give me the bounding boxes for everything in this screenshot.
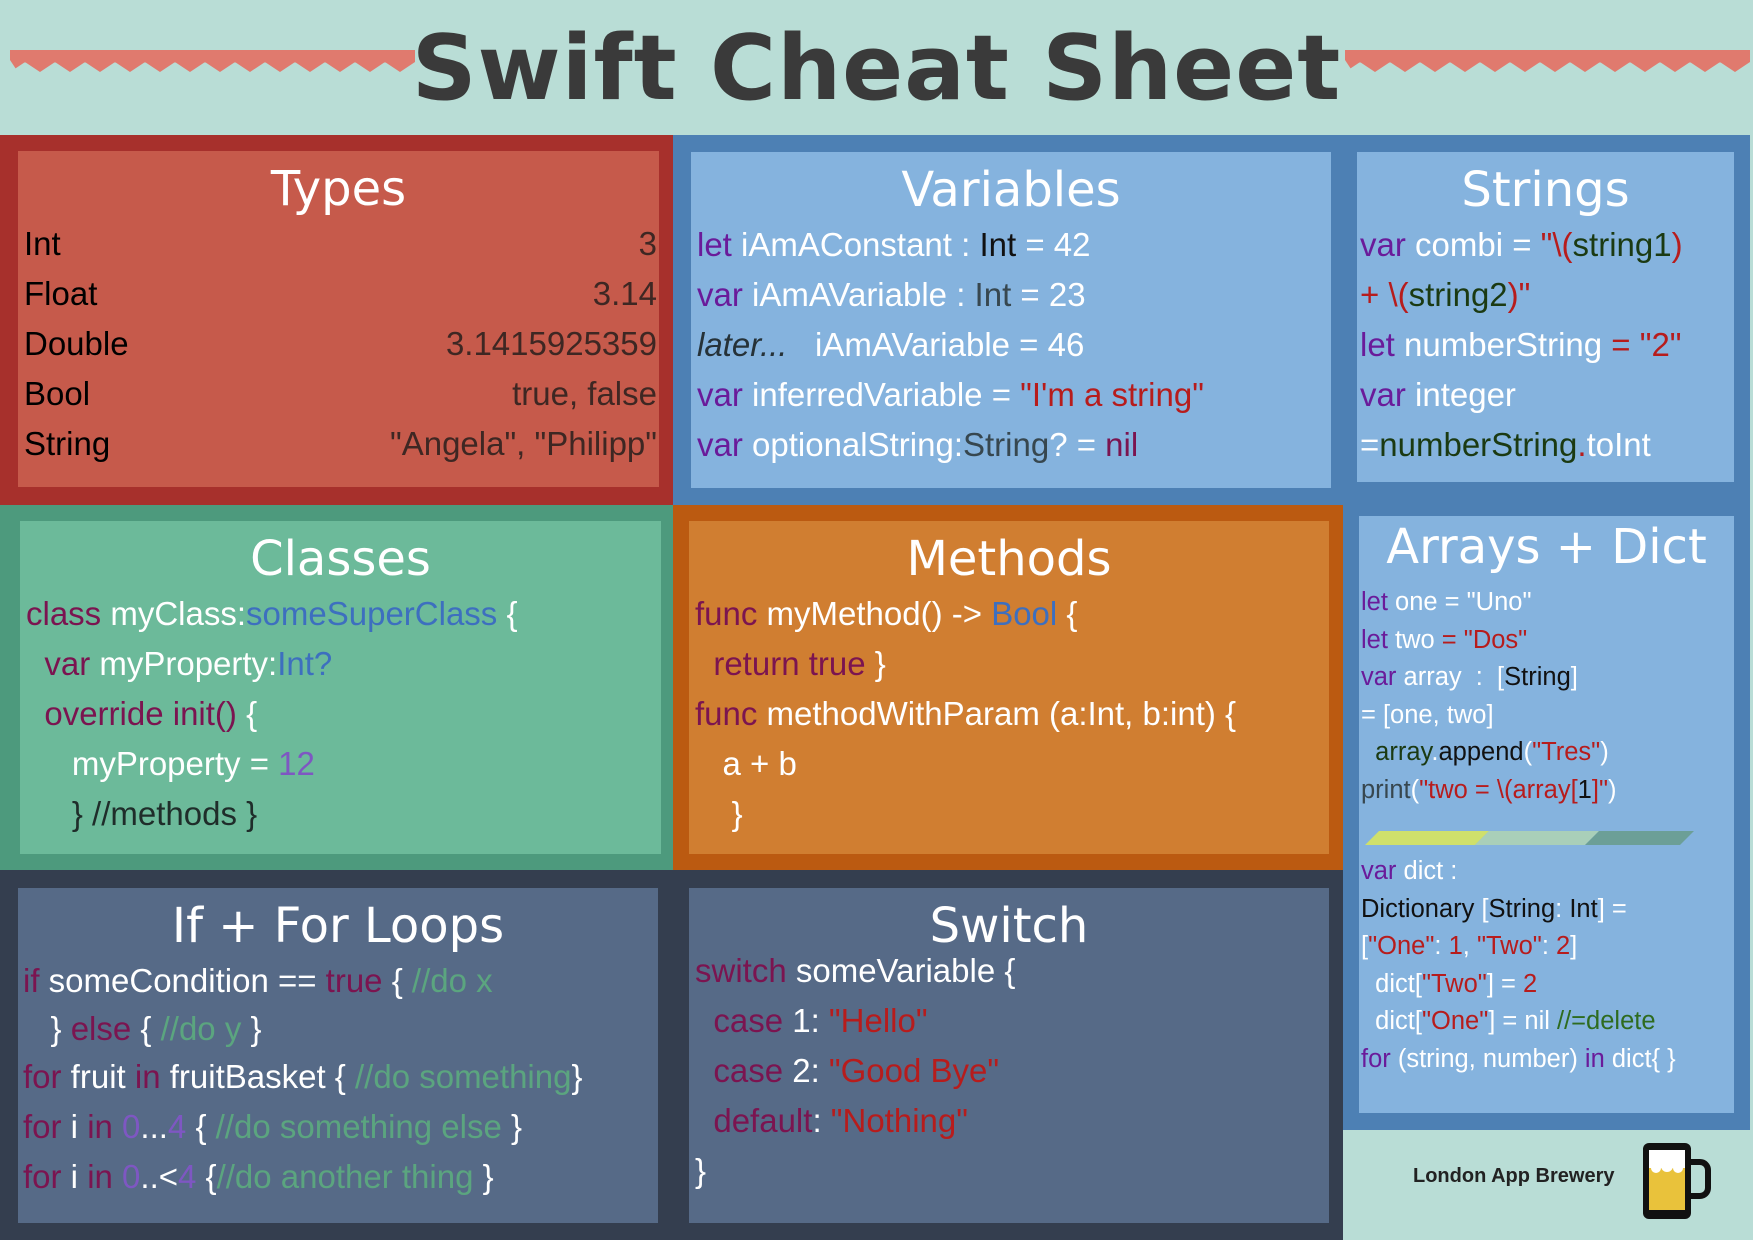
strings-panel: Strings var combi = "\(string1) + \(stri… bbox=[1343, 135, 1750, 500]
code-line: print("two = \(array[1]") bbox=[1361, 775, 1617, 804]
switch-panel: Switch switch someVariable { case 1: "He… bbox=[673, 870, 1343, 1240]
loops-panel: If + For Loops if someCondition == true … bbox=[0, 870, 673, 1240]
classes-panel: Classes class myClass:someSuperClass { v… bbox=[0, 505, 673, 870]
arrays-dict-heading: Arrays + Dict bbox=[1386, 519, 1707, 575]
code-line: let iAmAConstant : Int = 42 bbox=[697, 226, 1091, 263]
code-line: switch someVariable { bbox=[695, 952, 1016, 989]
code-line: ["One": 1, "Two": 2] bbox=[1361, 932, 1578, 960]
code-line: a + b bbox=[695, 745, 797, 782]
code-line: var combi = "\(string1) bbox=[1360, 226, 1683, 263]
code-line: override init() { bbox=[44, 695, 258, 732]
strings-heading: Strings bbox=[1461, 162, 1630, 218]
code-line: } //methods } bbox=[26, 795, 258, 832]
code-line: var optionalString:String? = nil bbox=[697, 426, 1139, 463]
methods-panel: Methods func myMethod() -> Bool { return… bbox=[673, 505, 1343, 870]
code-line: case 1: "Hello" bbox=[713, 1002, 928, 1039]
code-line: = [one, two] bbox=[1361, 700, 1494, 729]
code-line: if someCondition == true { //do x bbox=[23, 962, 493, 999]
code-line: Dictionary [String: Int] = bbox=[1361, 894, 1627, 923]
classes-heading: Classes bbox=[250, 531, 431, 587]
code-line: case 2: "Good Bye" bbox=[713, 1052, 1000, 1089]
code-line: var myProperty:Int? bbox=[44, 645, 333, 682]
types-heading: Types bbox=[270, 161, 407, 217]
zigzag-banner-right bbox=[1345, 50, 1750, 73]
code-line: for i in 0..<4 {//do another thing } bbox=[23, 1158, 494, 1195]
code-line: var inferredVariable = "I'm a string" bbox=[697, 376, 1204, 413]
code-line: var dict : bbox=[1361, 857, 1458, 885]
code-line: let numberString = "2" bbox=[1360, 326, 1682, 363]
variables-heading: Variables bbox=[901, 162, 1121, 218]
code-line: var integer bbox=[1360, 376, 1516, 413]
code-line: func methodWithParam (a:Int, b:int) { bbox=[695, 695, 1237, 732]
code-line: for fruit in fruitBasket { //do somethin… bbox=[23, 1058, 583, 1095]
arrays-dict-panel: Arrays + Dict let one = "Uno" let two = … bbox=[1343, 500, 1750, 1130]
code-line: } bbox=[695, 795, 743, 832]
code-line: =numberString.toInt bbox=[1360, 426, 1651, 463]
code-line: myProperty = 12 bbox=[26, 745, 315, 782]
code-line: class myClass:someSuperClass { bbox=[26, 595, 518, 632]
divider-stripe bbox=[1365, 831, 1694, 845]
beer-phone-logo-icon bbox=[1643, 1143, 1711, 1219]
page-title: Swift Cheat Sheet bbox=[411, 16, 1342, 121]
code-line: dict["Two"] = 2 bbox=[1361, 969, 1538, 998]
brand-name: London App Brewery bbox=[1413, 1165, 1615, 1187]
code-line: later... iAmAVariable = 46 bbox=[697, 326, 1085, 363]
code-line: func myMethod() -> Bool { bbox=[695, 595, 1078, 632]
code-line: + \(string2)" bbox=[1360, 276, 1531, 313]
code-line: } bbox=[695, 1152, 707, 1189]
code-line: return true } bbox=[713, 645, 886, 682]
code-line: } else { //do y } bbox=[23, 1010, 262, 1047]
methods-heading: Methods bbox=[906, 531, 1112, 587]
switch-heading: Switch bbox=[929, 898, 1089, 954]
types-row: String"Angela", "Philipp" bbox=[24, 425, 657, 462]
code-line: var iAmAVariable : Int = 23 bbox=[697, 276, 1086, 313]
code-line: for i in 0...4 { //do something else } bbox=[23, 1108, 523, 1145]
zigzag-banner-left bbox=[10, 50, 415, 73]
code-line: var array : [String] bbox=[1361, 663, 1578, 691]
code-line: let two = "Dos" bbox=[1361, 625, 1528, 654]
code-line: let one = "Uno" bbox=[1361, 588, 1532, 616]
variables-panel: Variables let iAmAConstant : Int = 42 va… bbox=[673, 135, 1343, 505]
code-line: array.append("Tres") bbox=[1375, 738, 1609, 766]
code-line: default: "Nothing" bbox=[713, 1102, 968, 1139]
loops-heading: If + For Loops bbox=[171, 898, 505, 954]
code-line: dict["One"] = nil //=delete bbox=[1361, 1007, 1656, 1035]
code-line: for (string, number) in dict{ } bbox=[1361, 1044, 1676, 1073]
